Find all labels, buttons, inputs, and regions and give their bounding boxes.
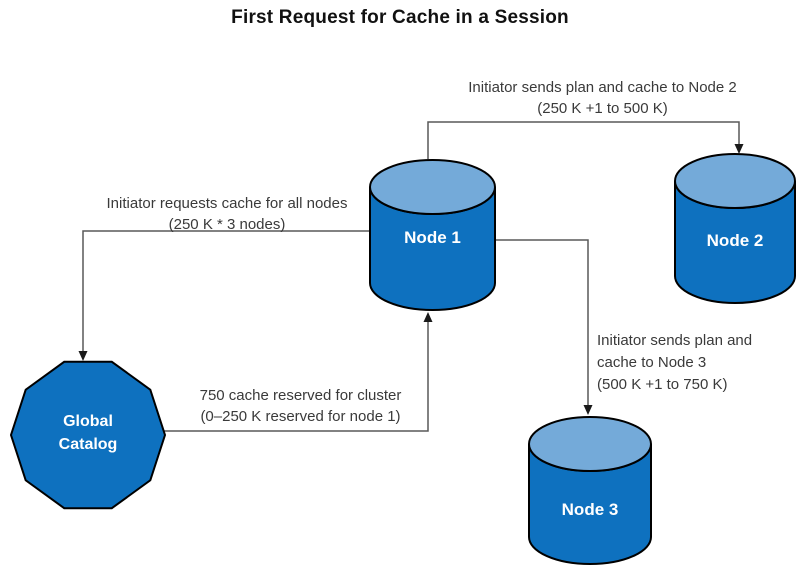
diagram-title: First Request for Cache in a Session <box>231 7 569 28</box>
node1-cylinder-top <box>369 159 496 215</box>
global-catalog-label: Global Catalog <box>58 413 118 453</box>
label-request-cache: Initiator requests cache for all nodes (… <box>106 195 348 233</box>
connector-node1-to-node2 <box>427 121 740 159</box>
connector-node1-to-catalog <box>82 230 370 353</box>
node2-cylinder <box>674 153 796 304</box>
connector-catalog-to-node1 <box>163 320 429 432</box>
label-send-cache-node3: Initiator sends plan and cache to Node 3… <box>597 332 753 393</box>
node3-cylinder <box>528 416 652 565</box>
arrowhead-into-catalog <box>78 351 88 361</box>
arrowhead-into-node1 <box>423 312 433 322</box>
arrowhead-into-node2 <box>734 144 744 154</box>
node2-label: Node 2 <box>706 231 764 250</box>
label-send-cache-node2: Initiator sends plan and cache to Node 2… <box>468 79 737 117</box>
node3-cylinder-top <box>528 416 652 472</box>
node1-cylinder <box>369 159 496 311</box>
label-cache-reserved: 750 cache reserved for cluster (0–250 K … <box>199 387 402 425</box>
node3-label: Node 3 <box>561 500 619 519</box>
connector-node1-to-node3 <box>495 239 589 407</box>
node1-label: Node 1 <box>404 228 461 247</box>
arrowhead-into-node3 <box>583 405 593 415</box>
global-catalog-shape <box>9 360 167 510</box>
node2-cylinder-top <box>674 153 796 209</box>
